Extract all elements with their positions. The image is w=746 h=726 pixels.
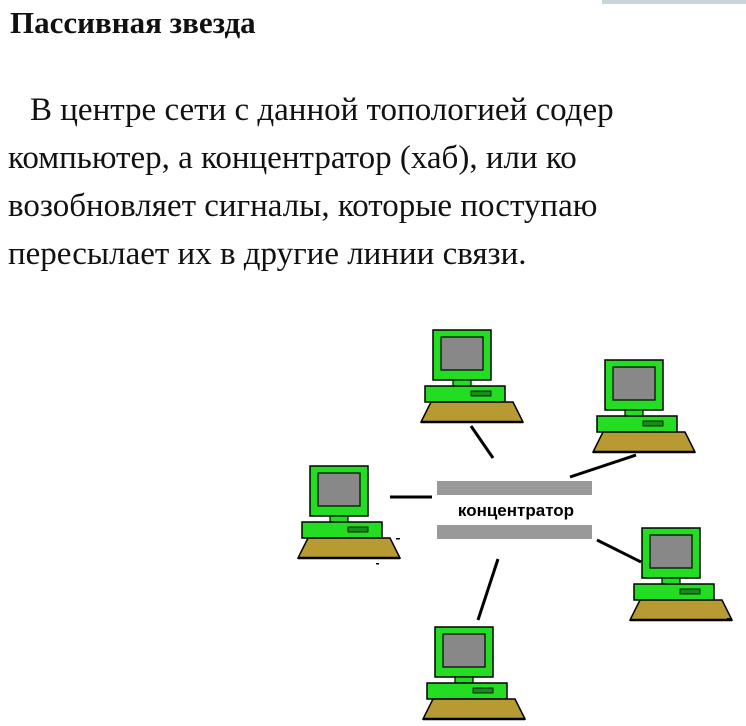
shadow-marks <box>376 538 731 620</box>
cable-top <box>469 425 495 459</box>
computer-icon <box>591 358 697 454</box>
star-topology-diagram: концентратор <box>296 328 734 721</box>
network-cables <box>390 425 642 621</box>
cable-right <box>596 538 642 564</box>
computer-icon <box>421 625 527 721</box>
computer-icon <box>419 328 525 424</box>
computer-icon <box>296 464 402 560</box>
paragraph-line-3: возобновляет сигналы, которые поступаю <box>8 188 598 224</box>
paragraph-line-1: В центре сети с данной топологией содер <box>30 92 614 128</box>
hub: концентратор <box>437 481 592 539</box>
hub-bar-top <box>437 481 592 495</box>
slide-title: Пассивная звезда <box>10 5 256 40</box>
hub-bar-bottom <box>437 525 592 539</box>
header-accent-bar <box>602 0 746 4</box>
cable-top-right <box>569 453 637 479</box>
paragraph-line-4: пересылает их в другие линии связи. <box>8 236 527 272</box>
cable-bottom <box>476 558 500 621</box>
description-paragraph: В центре сети с данной топологией содер … <box>8 86 746 278</box>
computer-icon <box>628 526 734 622</box>
paragraph-line-2: компьютер, а концентратор (хаб), или ко <box>8 140 577 176</box>
hub-label: концентратор <box>458 501 574 520</box>
